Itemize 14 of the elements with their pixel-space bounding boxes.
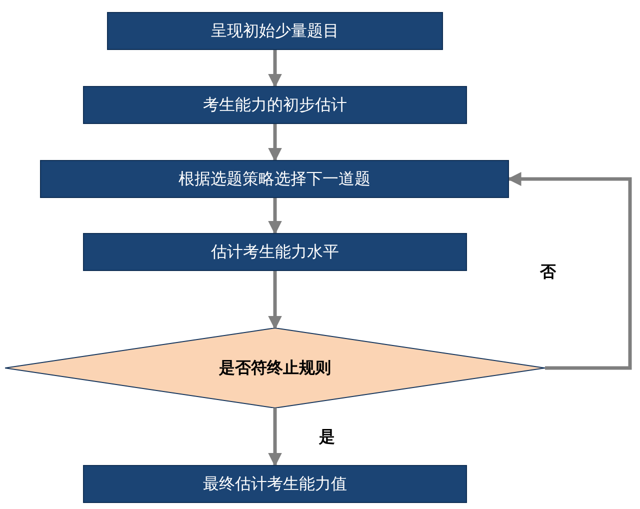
edge-label: 否 [538,262,558,282]
process-box-text: 根据选题策略选择下一道题 [178,168,370,190]
arrow [268,271,282,330]
process-box-text: 考生能力的初步估计 [203,94,347,116]
process-box-text: 最终估计考生能力值 [203,474,347,494]
decision-text: 是否符终止规则 [219,358,331,378]
arrow [268,198,282,235]
arrow [268,50,282,88]
arrow [507,172,632,370]
process-box-text: 呈现初始少量题目 [211,20,339,42]
edge-label: 是 [317,426,337,448]
process-box-text: 估计考生能力水平 [211,242,339,262]
arrow [268,408,282,467]
arrow [268,124,282,162]
